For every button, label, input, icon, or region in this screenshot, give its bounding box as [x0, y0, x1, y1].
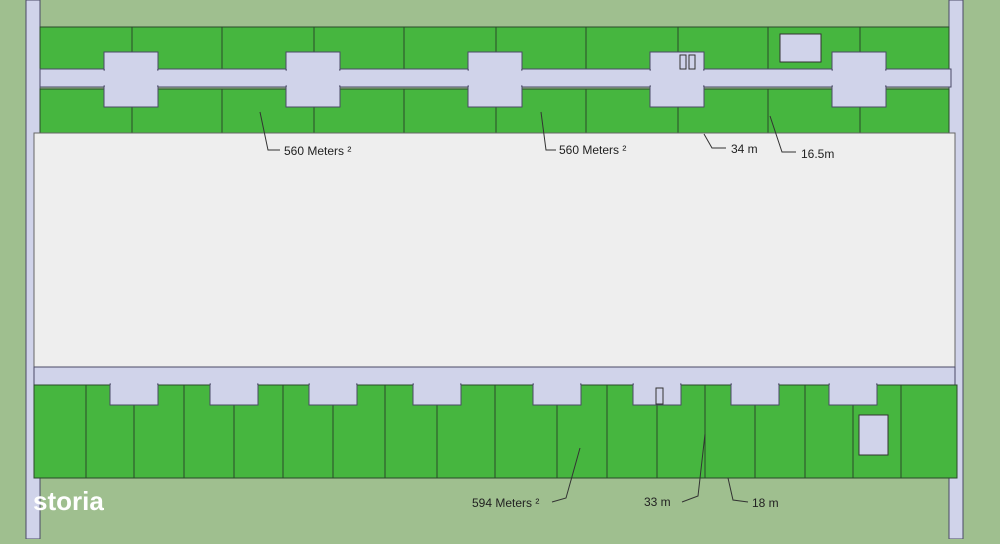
plot-bottom	[900, 384, 958, 479]
road-connector-join	[469, 66, 521, 90]
road-connector-join	[287, 66, 339, 90]
leader-area-top-mid	[540, 111, 556, 151]
road-notch-join	[830, 380, 876, 390]
label-area-bottom: 594 Meters ²	[472, 496, 539, 510]
plot-bottom	[133, 384, 185, 479]
road-notch-join	[534, 380, 580, 390]
leader-length-bottom	[681, 433, 706, 503]
bottom-plot-row	[33, 384, 958, 479]
storia-logo: storia	[33, 486, 104, 516]
label-area-top-mid: 560 Meters ²	[559, 143, 626, 157]
label-length-bottom: 33 m	[644, 495, 671, 509]
road-notch-join	[211, 380, 257, 390]
leader-area-top-left	[259, 111, 280, 151]
marker-top-2	[688, 54, 696, 70]
marker-top-1	[679, 54, 687, 70]
label-width-bottom: 18 m	[752, 496, 779, 510]
open-area	[33, 132, 956, 368]
road-notch-join	[732, 380, 778, 390]
plot-top-upper	[313, 26, 405, 70]
road-notch-join	[414, 380, 460, 390]
leader-width-bottom	[727, 477, 749, 503]
building-bottom-right	[858, 414, 889, 456]
marker-bottom	[655, 387, 664, 405]
label-width-top: 16.5m	[801, 147, 834, 161]
road-connector-join	[651, 66, 703, 90]
road-notch-join	[634, 380, 680, 390]
road-notch-join	[310, 380, 356, 390]
leader-area-bottom	[551, 447, 581, 503]
road-connector-join	[833, 66, 885, 90]
road-bottom-horizontal	[33, 366, 956, 386]
plot-bottom	[33, 384, 87, 479]
label-area-top-left: 560 Meters ²	[284, 144, 351, 158]
road-bottom-notches	[109, 380, 878, 406]
road-connector-join	[105, 66, 157, 90]
leader-length-top	[703, 133, 726, 149]
building-top-right	[779, 33, 822, 63]
road-notch-join	[111, 380, 157, 390]
leader-width-top	[769, 115, 796, 153]
label-length-top: 34 m	[731, 142, 758, 156]
road-top-connectors	[103, 51, 887, 108]
